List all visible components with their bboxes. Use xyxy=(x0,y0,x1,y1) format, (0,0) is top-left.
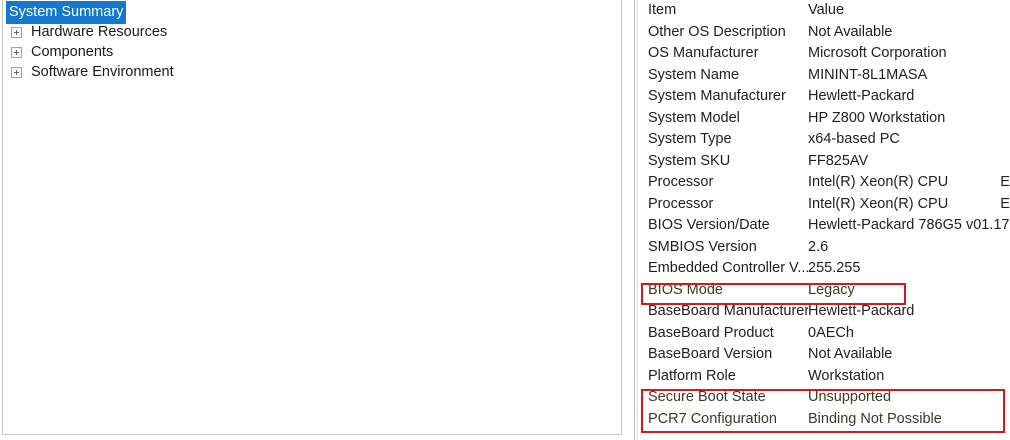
expand-plus-icon[interactable] xyxy=(11,26,22,38)
tree-item-label: Components xyxy=(31,43,114,60)
detail-value-part-1: Intel(R) Xeon(R) CPU xyxy=(808,195,949,212)
detail-item-name: System Manufacturer xyxy=(648,88,786,104)
detail-item-value: Not Available xyxy=(808,23,893,40)
detail-item-name: System Model xyxy=(648,109,740,126)
detail-item-value: Hewlett-Packard 786G5 v01.17, 8/ xyxy=(808,217,1010,233)
detail-item-value: Hewlett-Packard xyxy=(808,303,915,319)
detail-item-value: MININT-8L1MASA xyxy=(808,66,928,83)
detail-row[interactable]: BaseBoard Product 0AECh xyxy=(635,323,1010,345)
detail-row[interactable]: BaseBoard Version Not Available xyxy=(635,344,1010,366)
detail-row[interactable]: BIOS Mode Legacy xyxy=(635,280,1010,302)
expand-plus-icon[interactable] xyxy=(11,66,22,78)
detail-row[interactable]: OS Manufacturer Microsoft Corporation xyxy=(635,43,1010,65)
expand-plus-icon[interactable] xyxy=(11,46,22,58)
detail-row[interactable]: Platform Role Workstation xyxy=(635,366,1010,388)
detail-item-name: Processor xyxy=(648,174,714,190)
column-header-item: Item xyxy=(648,2,677,18)
tree-item-label: Software Environment xyxy=(31,63,174,80)
detail-value-part-2: E5506 xyxy=(1000,195,1010,212)
detail-item-name: System Type xyxy=(648,131,732,147)
detail-item-name: BaseBoard Version xyxy=(648,346,773,362)
pane-splitter[interactable] xyxy=(624,0,634,440)
detail-item-value: Microsoft Corporation xyxy=(808,45,947,61)
detail-item-value: HP Z800 Workstation xyxy=(808,109,946,126)
detail-item-name: Secure Boot State xyxy=(648,389,766,405)
detail-item-name: BaseBoard Product xyxy=(648,324,774,341)
detail-row[interactable]: System Type x64-based PC xyxy=(635,129,1010,151)
detail-item-value: FF825AV xyxy=(808,152,869,169)
detail-item-name: BIOS Version/Date xyxy=(648,217,770,233)
tree-item-system-summary[interactable]: System Summary xyxy=(3,0,621,24)
detail-item-value: 255.255 xyxy=(808,260,861,276)
detail-item-name: System Name xyxy=(648,66,740,83)
detail-item-name: Embedded Controller V... xyxy=(648,260,808,276)
detail-row[interactable]: SMBIOS Version 2.6 xyxy=(635,237,1010,259)
detail-item-name: BIOS Mode xyxy=(648,281,723,298)
detail-row[interactable]: Secure Boot State Unsupported xyxy=(635,387,1010,409)
detail-row[interactable]: PCR7 Configuration Binding Not Possible xyxy=(635,409,1010,431)
detail-item-value: Binding Not Possible xyxy=(808,410,942,427)
detail-value-part-1: Intel(R) Xeon(R) CPU xyxy=(808,174,949,190)
detail-row[interactable]: BIOS Version/Date Hewlett-Packard 786G5 v… xyxy=(635,215,1010,237)
detail-row[interactable]: Embedded Controller V...255.255 xyxy=(635,258,1010,280)
detail-item-value: Not Available xyxy=(808,346,893,362)
detail-header-row[interactable]: Item Value xyxy=(635,0,1010,22)
detail-item-name: Platform Role xyxy=(648,367,736,384)
tree-item-software-environment[interactable]: Software Environment xyxy=(3,62,621,82)
detail-item-name: Processor xyxy=(648,195,714,212)
detail-row[interactable]: Other OS Description Not Available xyxy=(635,22,1010,44)
tree-item-label: System Summary xyxy=(6,0,127,24)
detail-item-value: 0AECh xyxy=(808,324,854,341)
detail-item-name: OS Manufacturer xyxy=(648,45,759,61)
detail-item-value: 2.6 xyxy=(808,238,829,255)
detail-item-name: PCR7 Configuration xyxy=(648,410,777,427)
tree-item-hardware-resources[interactable]: Hardware Resources xyxy=(3,22,621,42)
tree-item-label: Hardware Resources xyxy=(31,23,168,40)
detail-item-name: Other OS Description xyxy=(648,23,786,40)
detail-row[interactable]: System Manufacturer Hewlett-Packard xyxy=(635,86,1010,108)
detail-row[interactable]: System Model HP Z800 Workstation xyxy=(635,108,1010,130)
detail-item-value: Hewlett-Packard xyxy=(808,88,915,104)
detail-row[interactable]: Processor Intel(R) Xeon(R) CPU E5506 xyxy=(635,194,1010,216)
detail-item-value: Intel(R) Xeon(R) CPU E5506 xyxy=(808,172,1010,194)
detail-item-value: x64-based PC xyxy=(808,131,900,147)
detail-item-name: SMBIOS Version xyxy=(648,238,757,255)
detail-item-value: Legacy xyxy=(808,281,855,298)
column-header-value: Value xyxy=(808,2,845,18)
detail-item-value: Workstation xyxy=(808,367,885,384)
detail-item-value: Intel(R) Xeon(R) CPU E5506 xyxy=(808,194,1010,216)
detail-row[interactable]: System Name MININT-8L1MASA xyxy=(635,65,1010,87)
detail-item-name: System SKU xyxy=(648,152,731,169)
detail-row[interactable]: Processor Intel(R) Xeon(R) CPU E5506 xyxy=(635,172,1010,194)
tree-item-components[interactable]: Components xyxy=(3,42,621,62)
detail-row[interactable]: System SKU FF825AV xyxy=(635,151,1010,173)
detail-item-value: Unsupported xyxy=(808,389,892,405)
detail-item-name: BaseBoard Manufacturer xyxy=(648,303,808,319)
detail-value-part-2: E5506 xyxy=(1000,174,1010,190)
